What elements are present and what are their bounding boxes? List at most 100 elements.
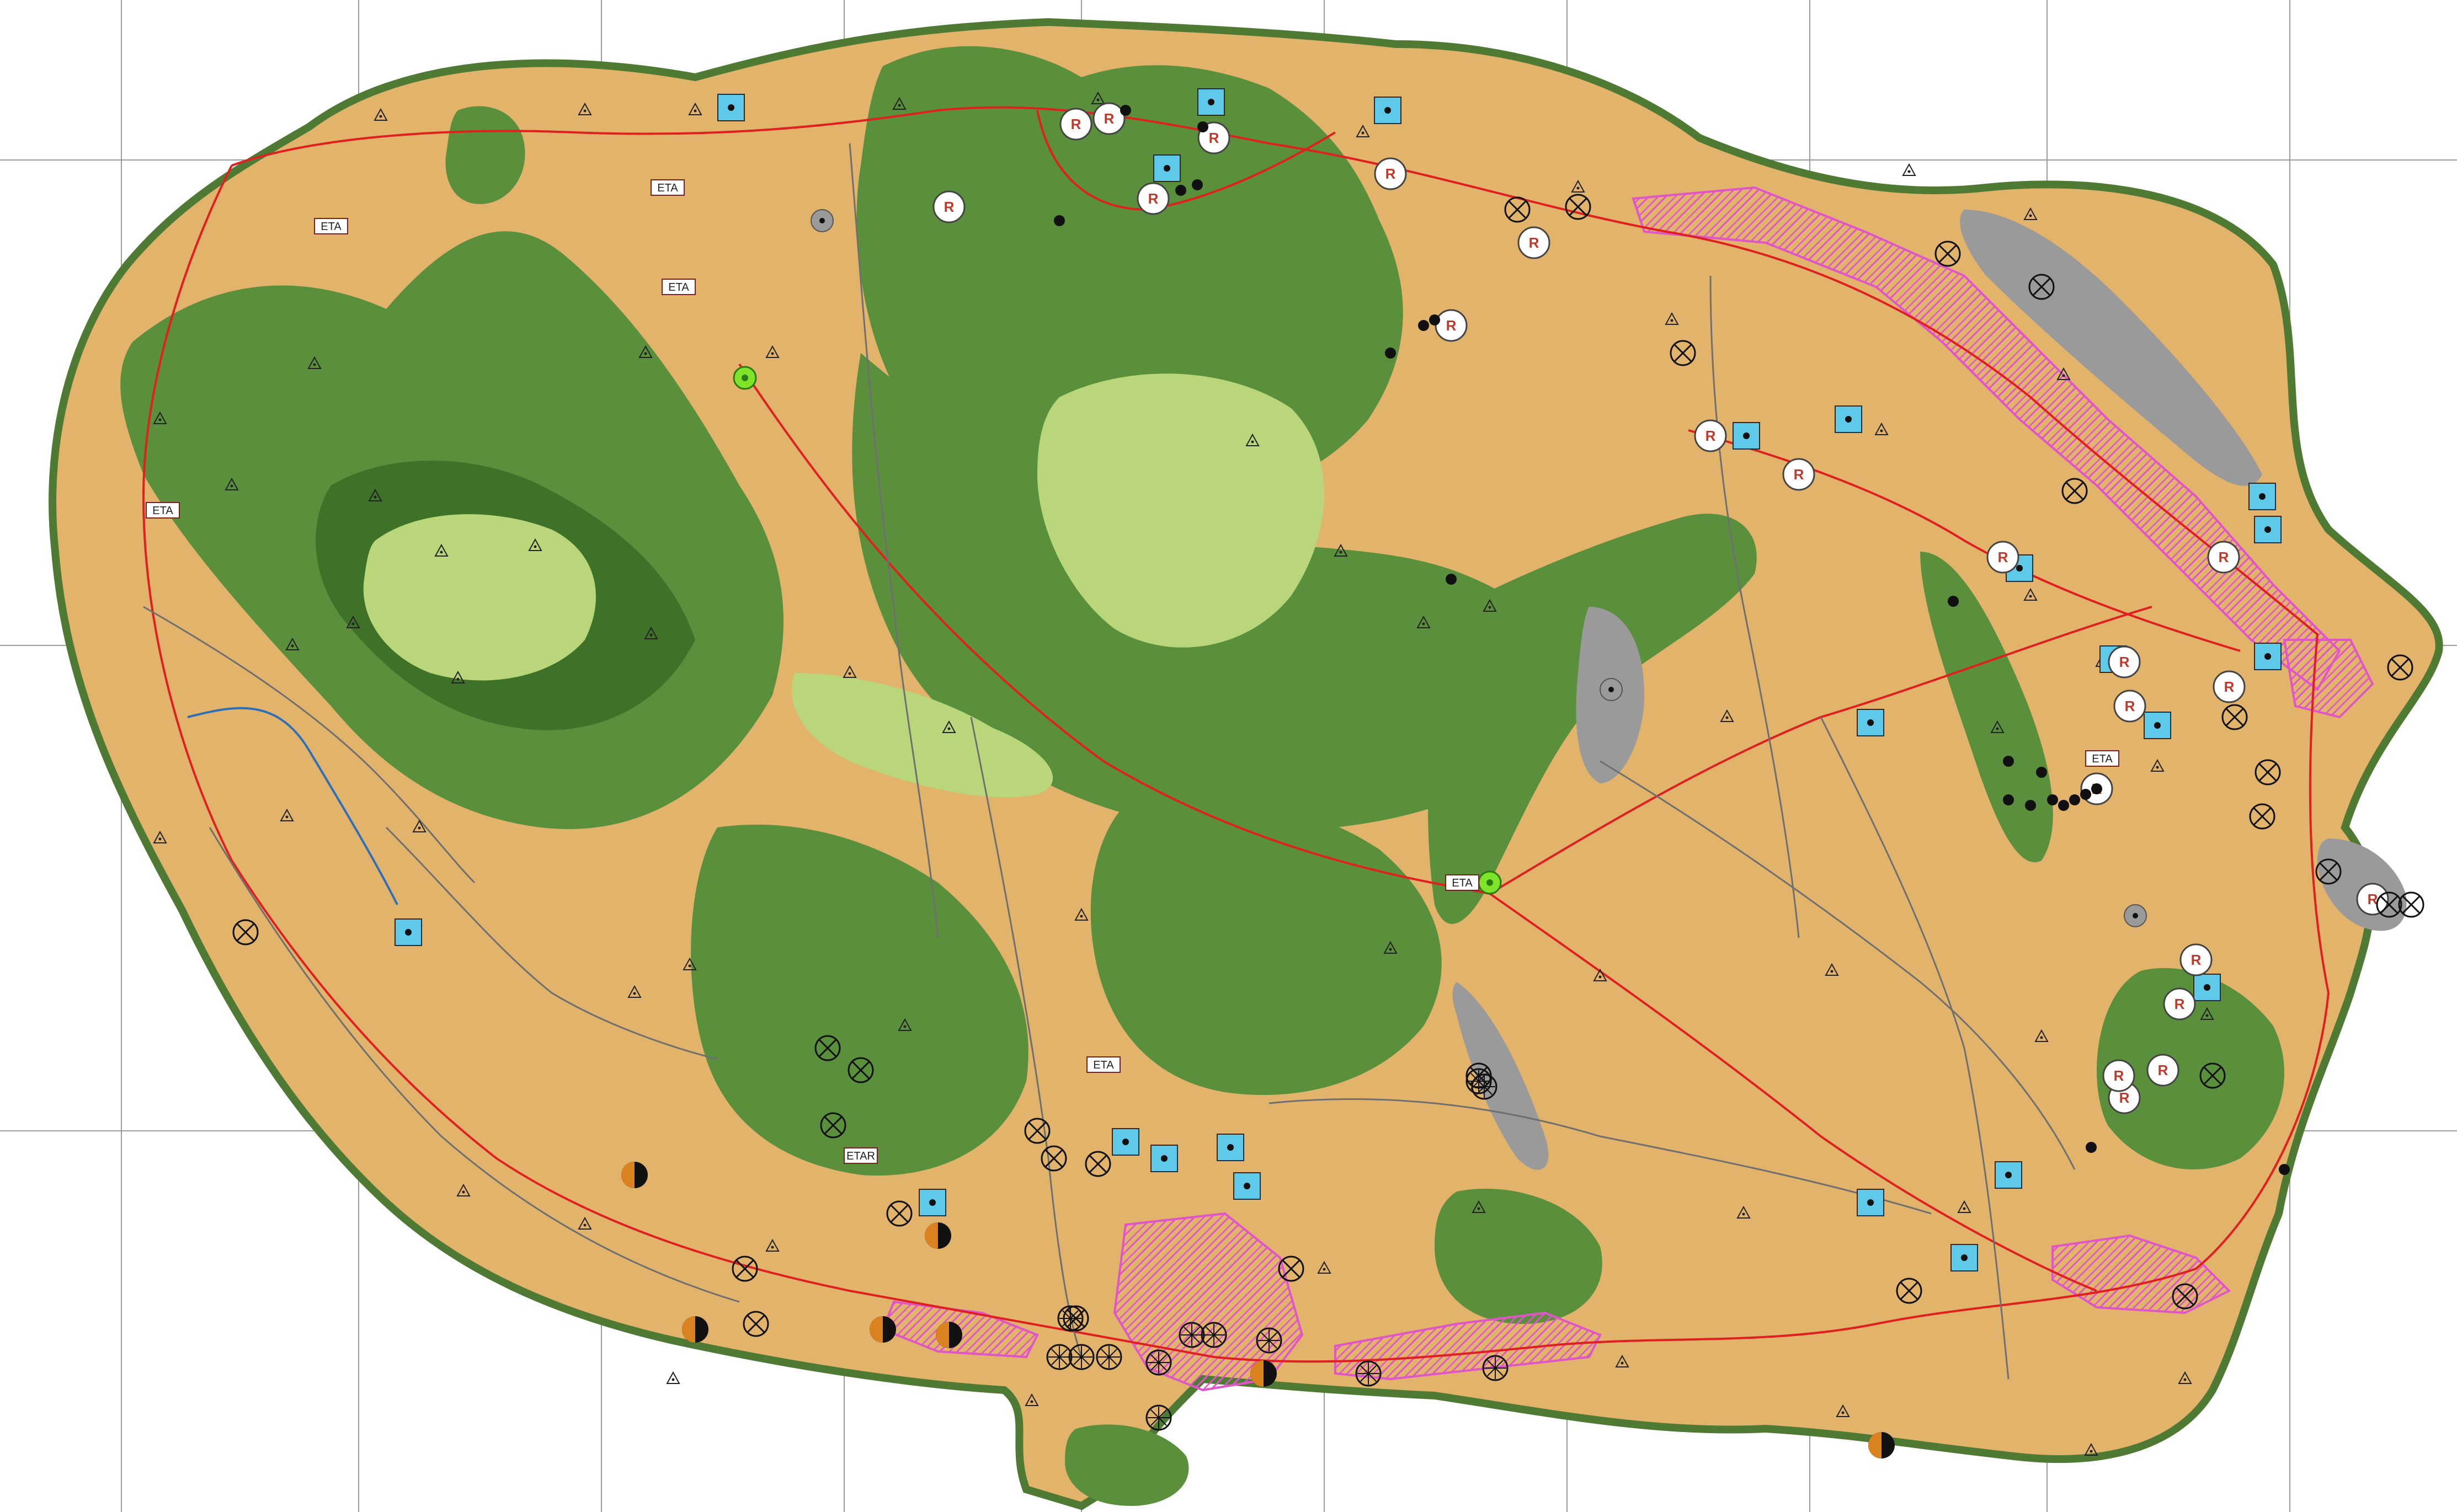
- water-supply-square-icon: [1112, 1128, 1139, 1156]
- eta-box-icon: ETA: [662, 279, 696, 295]
- geodetic-triangle-icon: [1571, 179, 1585, 193]
- crossed-circle-icon: [2255, 759, 2281, 786]
- water-supply-square-icon: [1835, 405, 1862, 433]
- crossed-circle-icon: [2376, 891, 2402, 918]
- reservoir-r-icon: R: [2213, 670, 2246, 703]
- geodetic-triangle-icon: [346, 615, 360, 628]
- geodetic-triangle-icon: [644, 626, 658, 639]
- local-road-3: [849, 143, 939, 938]
- geodetic-triangle-icon: [942, 720, 956, 733]
- main-road-cross-2: [1489, 893, 2097, 1292]
- black-dot-icon: [1120, 105, 1131, 116]
- water-supply-square-icon: [1150, 1145, 1178, 1172]
- crossed-circle-icon: [2387, 654, 2413, 681]
- crossed-circle-icon: [1504, 196, 1531, 223]
- eta-box-icon: ETAR: [844, 1147, 878, 1164]
- spoked-wheel-icon: [1355, 1360, 1382, 1387]
- black-dot-icon: [2058, 800, 2069, 811]
- crossed-circle-icon: [1024, 1118, 1051, 1144]
- water-supply-square-icon: [1857, 1189, 1884, 1216]
- crossed-circle-icon: [1278, 1255, 1304, 1282]
- spoked-wheel-icon: [1145, 1404, 1172, 1431]
- reservoir-label: R: [1071, 116, 1081, 132]
- reservoir-label: R: [2158, 1062, 2168, 1078]
- gray-target-icon: [2124, 904, 2147, 927]
- eta-label: ETA: [657, 182, 678, 194]
- crossed-circle-icon: [2249, 803, 2275, 830]
- geodetic-triangle-icon: [1957, 1200, 1971, 1213]
- eta-box-icon: ETA: [314, 218, 348, 234]
- reservoir-label: R: [2114, 1067, 2124, 1084]
- water-supply-square-icon: [1153, 154, 1181, 182]
- eta-box-icon: ETA: [1086, 1056, 1121, 1073]
- geodetic-triangle-icon: [1091, 91, 1105, 104]
- eta-box-icon: ETA: [2085, 750, 2119, 767]
- crossed-circle-icon: [820, 1112, 846, 1139]
- reservoir-label: R: [1998, 549, 2008, 565]
- road-network: [142, 106, 2330, 1380]
- crossed-circle-icon: [2315, 858, 2342, 885]
- geodetic-triangle-icon: [843, 665, 857, 678]
- reservoir-label: R: [1148, 190, 1159, 207]
- orange-black-half-circle-icon: [682, 1316, 708, 1343]
- black-dot-icon: [1175, 185, 1186, 196]
- geodetic-triangle-icon: [683, 957, 697, 970]
- main-road-cross-3: [1489, 606, 2152, 895]
- black-dot-icon: [1192, 179, 1203, 190]
- forest-south-central: [691, 824, 1028, 1176]
- geodetic-triangle-icon: [892, 97, 907, 110]
- spoked-wheel-icon: [1145, 1349, 1172, 1376]
- forest-south-east-ridge: [1090, 791, 1442, 1095]
- reservoir-label: R: [2224, 678, 2235, 695]
- geodetic-triangle-icon: [368, 488, 382, 501]
- reservoir-label: R: [2125, 698, 2135, 714]
- water-supply-square-icon: [919, 1189, 946, 1216]
- black-dot-icon: [2036, 767, 2047, 778]
- black-dot-icon: [2080, 789, 2091, 800]
- main-road-ring: [142, 106, 2330, 1363]
- reservoir-r-icon: R: [2356, 883, 2389, 916]
- black-dot-icon: [2091, 783, 2102, 794]
- eta-label: ETA: [2092, 753, 2113, 765]
- local-road-2: [1600, 760, 2076, 1170]
- black-dot-icon: [2279, 1164, 2290, 1175]
- forest-east-hill: [2097, 968, 2284, 1169]
- reservoir-r-icon: R: [1059, 108, 1092, 141]
- geodetic-triangle-icon: [1245, 433, 1260, 446]
- forest-islet-south: [1065, 1424, 1189, 1506]
- airfield-northeast: [1960, 210, 2262, 486]
- black-dot-icon: [2003, 794, 2014, 805]
- reservoir-label: R: [1209, 130, 1219, 146]
- geodetic-triangle-icon: [627, 985, 642, 998]
- water-supply-square-icon: [1995, 1161, 2022, 1189]
- forest-east-strip: [1428, 514, 1757, 924]
- gray-target-icon: [811, 209, 834, 232]
- reservoir-r-icon: R: [1782, 458, 1815, 491]
- reservoir-r-icon: R: [1137, 182, 1170, 215]
- crossed-circle-icon: [2061, 478, 2088, 504]
- black-dot-icon: [2086, 1142, 2097, 1153]
- geodetic-triangle-icon: [374, 108, 388, 121]
- spoked-wheel-icon: [1256, 1327, 1282, 1354]
- reservoir-label: R: [2174, 996, 2185, 1012]
- reservoir-r-icon: R: [1092, 102, 1126, 135]
- geodetic-triangle-icon: [2023, 207, 2038, 220]
- black-dot-icon: [1197, 121, 1208, 132]
- spoked-wheel-icon: [1201, 1322, 1227, 1348]
- gray-target-icon: [1600, 678, 1623, 701]
- black-dot-icon: [1429, 314, 1440, 325]
- black-dot-icon: [1385, 348, 1396, 359]
- black-dot-icon: [2003, 756, 2014, 767]
- orange-black-half-circle-icon: [621, 1162, 648, 1188]
- eta-label: ETA: [1452, 877, 1473, 889]
- water-supply-square-icon: [2144, 712, 2171, 739]
- geodetic-triangle-icon: [2150, 758, 2165, 772]
- geodetic-triangle-icon: [153, 830, 167, 843]
- crossed-circle-icon: [732, 1255, 758, 1282]
- geodetic-triangle-icon: [1074, 907, 1089, 921]
- reservoir-r-icon: R: [2207, 541, 2240, 574]
- geodetic-triangle-icon: [434, 543, 449, 557]
- crossed-circle-icon: [2199, 1062, 2226, 1089]
- stream-west: [187, 707, 398, 905]
